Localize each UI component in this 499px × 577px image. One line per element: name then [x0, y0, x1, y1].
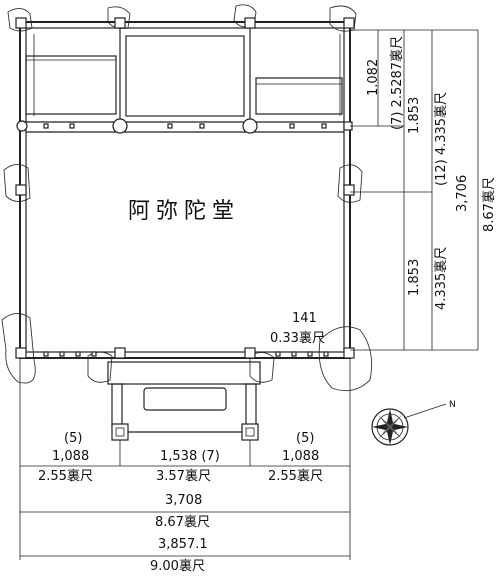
vertical-dimensions: 1.082 (7) 2.5287裏尺 1.853 (12) 4.335裏尺 1.…	[350, 29, 497, 351]
left-bay-shaku: 2.55裏尺	[38, 469, 93, 484]
eave-dim: 141	[292, 311, 317, 326]
left-bay-dim: 1,088	[52, 449, 89, 464]
middle-section-shaku: (12) 4.335裏尺	[434, 92, 449, 186]
altar-cabinets	[25, 35, 343, 117]
building-width-dim: 3,708	[165, 493, 202, 508]
center-bay-dim: 1,538 (7)	[160, 449, 220, 464]
eave-shaku: 0.33裏尺	[270, 331, 325, 346]
compass-north-label: N	[449, 400, 456, 410]
right-bay-shaku: 2.55裏尺	[268, 469, 323, 484]
middle-section-dim: 1.853	[407, 97, 422, 134]
eave-dimension: 141 0.33裏尺	[270, 311, 325, 346]
compass-rose: N	[371, 400, 456, 446]
rail-markers	[43, 123, 329, 357]
right-bay-count: (5)	[296, 431, 314, 446]
columns	[15, 17, 355, 359]
hall-name-label: 阿弥陀堂	[128, 199, 240, 224]
hall-frame	[19, 21, 351, 359]
left-bay-count: (5)	[64, 431, 82, 446]
horizontal-dimensions: (5) 1,088 2.55裏尺 1,538 (7) 3.57裏尺 (5) 1,…	[19, 358, 351, 574]
total-depth-shaku: 8.67裏尺	[482, 177, 497, 232]
top-section-shaku: (7) 2.5287裏尺	[390, 36, 405, 130]
front-steps	[107, 361, 261, 441]
total-depth-dim: 3,706	[455, 175, 470, 212]
building-width-shaku: 8.67裏尺	[155, 515, 210, 530]
center-bay-shaku: 3.57裏尺	[156, 469, 211, 484]
overall-width-dim: 3,857.1	[158, 537, 208, 552]
overall-width-shaku: 9.00裏尺	[150, 559, 205, 574]
right-bay-dim: 1,088	[282, 449, 319, 464]
lower-section-shaku: 4.335裏尺	[434, 247, 449, 310]
top-section-dim: 1.082	[366, 59, 381, 96]
lower-section-dim: 1.853	[407, 259, 422, 296]
